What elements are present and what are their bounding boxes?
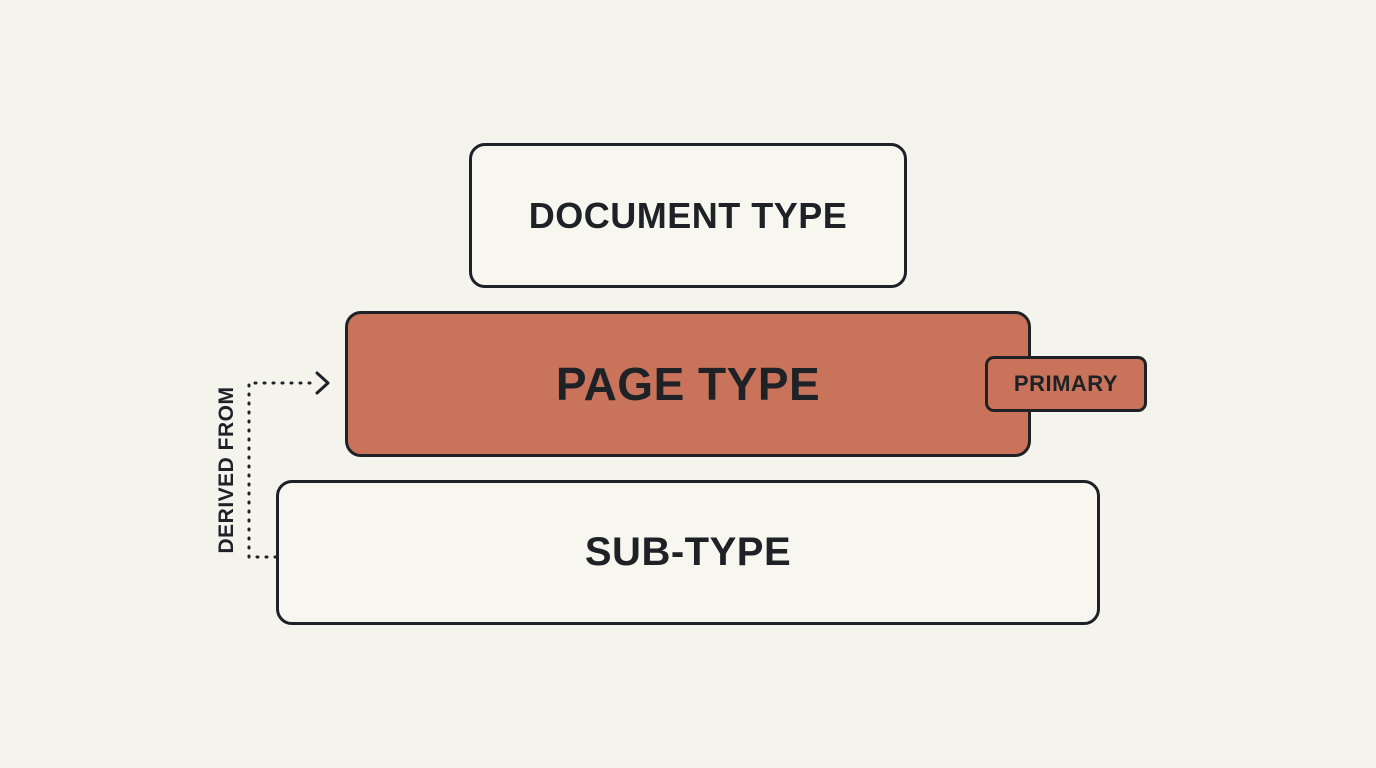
page-type-label: PAGE TYPE [555, 358, 821, 410]
sub-type-label: SUB-TYPE [584, 530, 792, 574]
primary-badge: PRIMARY [985, 356, 1147, 412]
document-type-label: DOCUMENT TYPE [528, 194, 848, 236]
primary-badge-label: PRIMARY [1013, 371, 1119, 396]
derived-from-label: DERIVED FROM [215, 386, 238, 554]
arrow-head-icon [315, 371, 330, 395]
sub-type-box: SUB-TYPE [276, 480, 1100, 625]
page-type-box: PAGE TYPE [345, 311, 1031, 457]
document-type-box: DOCUMENT TYPE [469, 143, 907, 288]
